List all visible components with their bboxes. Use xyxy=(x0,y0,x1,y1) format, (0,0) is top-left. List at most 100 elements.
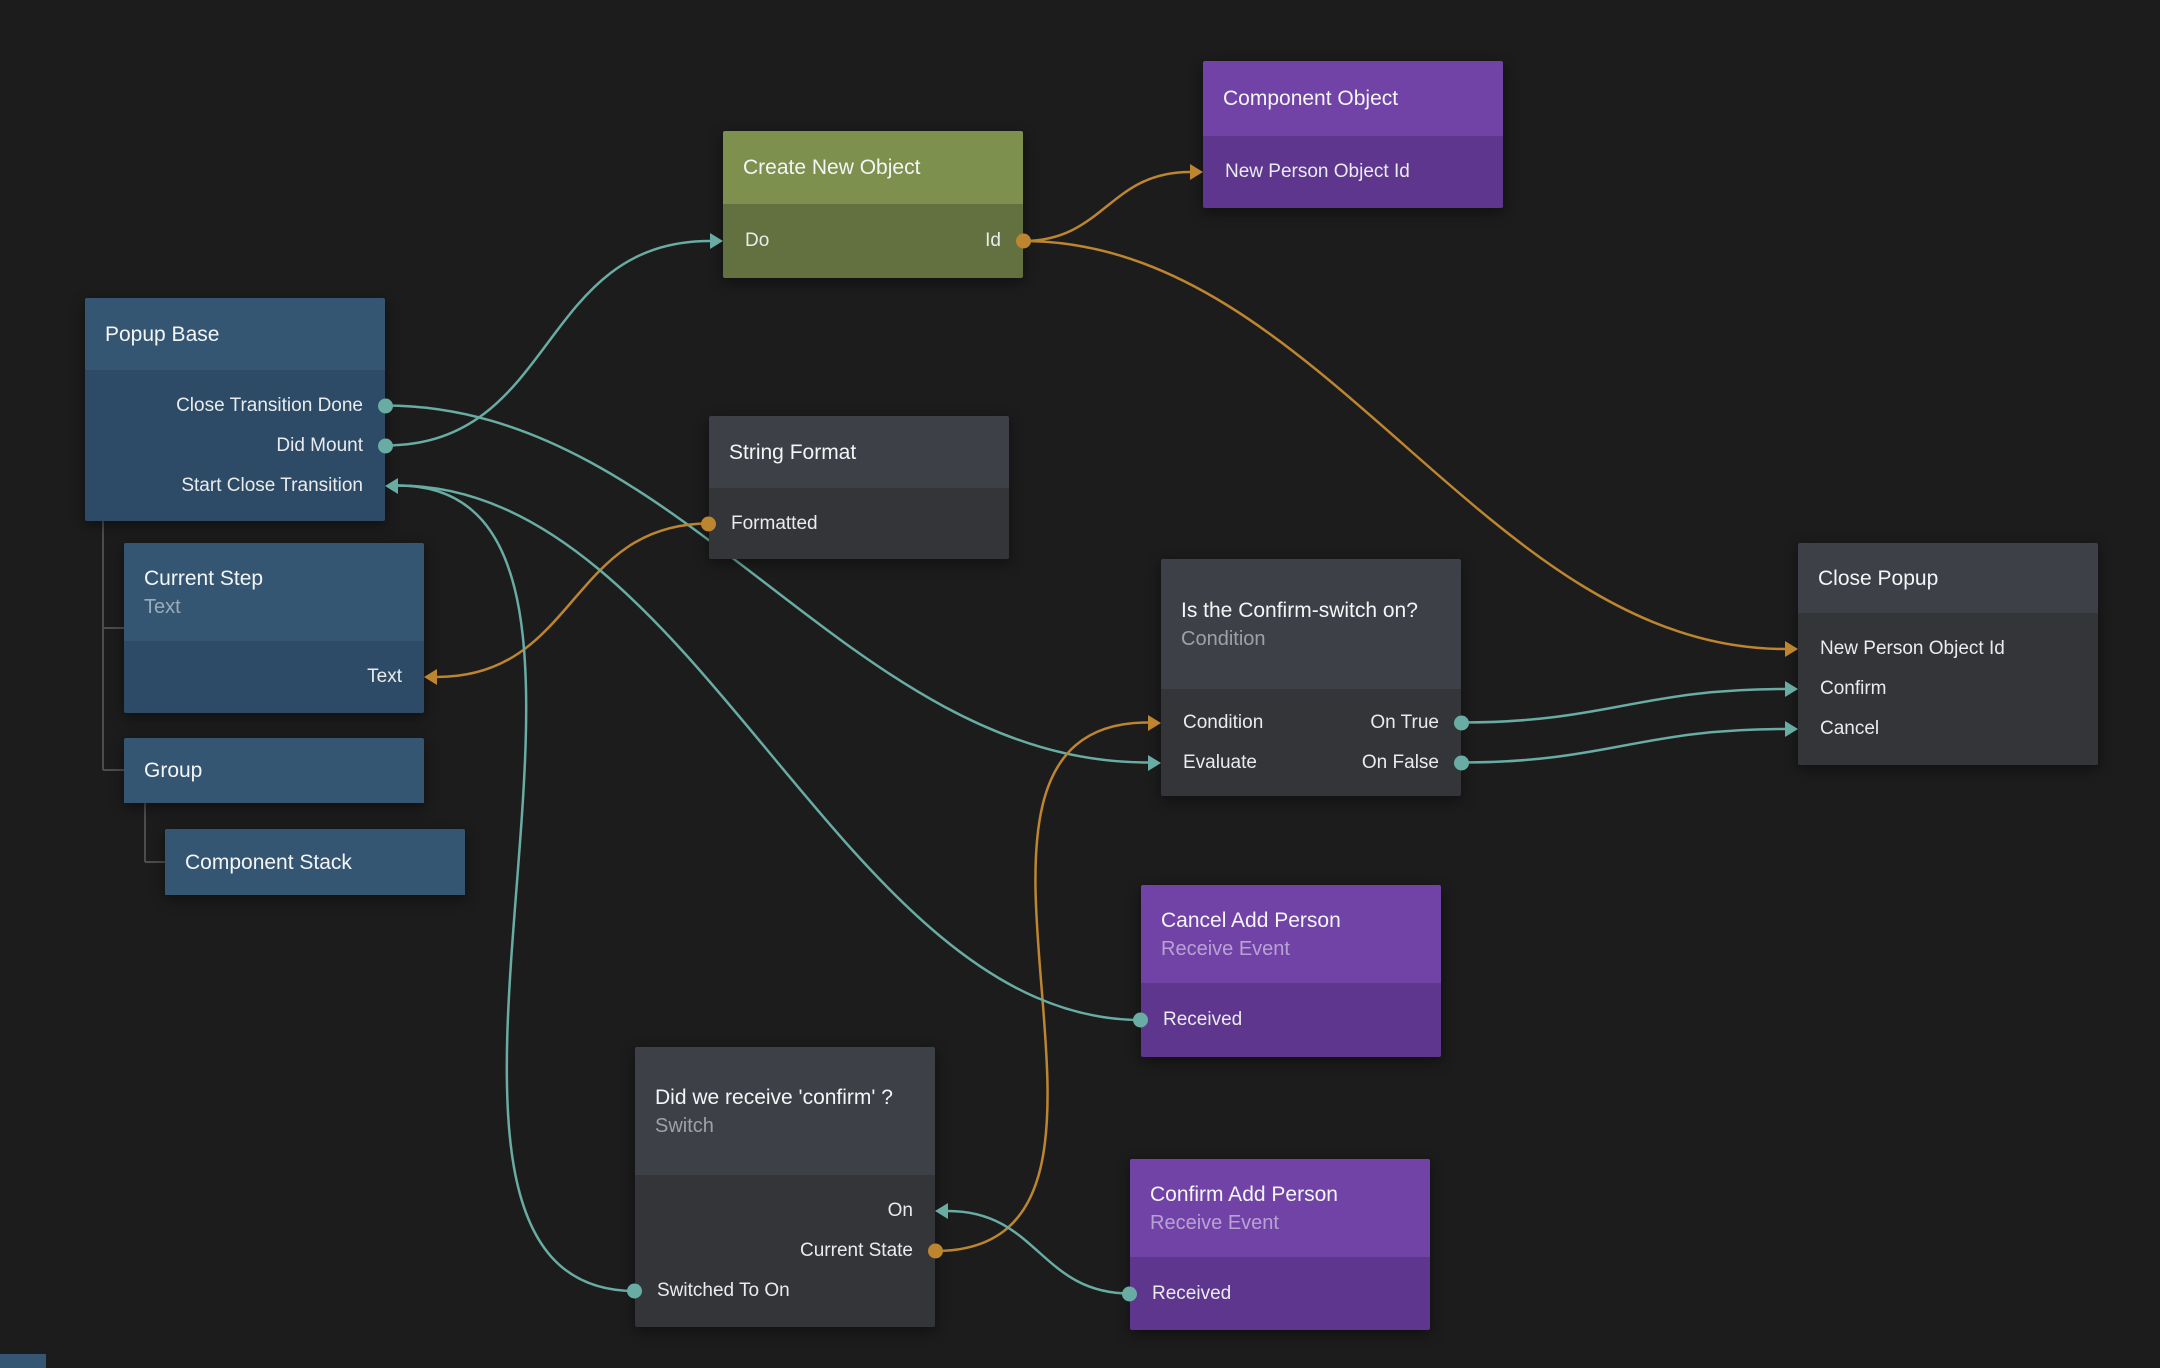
port-new-person-object-id-label: New Person Object Id xyxy=(1820,638,2005,659)
node-ports: Do Id xyxy=(710,204,1031,278)
connection-create-new-object.id-to-close-popup.new-person-object-id[interactable] xyxy=(1021,239,1787,651)
node-group[interactable]: Group xyxy=(124,738,424,803)
connection-cancel-add-person.received-to-popup-base.start-close-transition[interactable] xyxy=(396,484,1143,1022)
port-did-mount-output-dot[interactable] xyxy=(378,438,393,453)
port-row: Cancel xyxy=(1785,709,2098,749)
node-title: Group xyxy=(144,759,203,782)
port-text-label: Text xyxy=(367,666,402,687)
port-row: Do Id xyxy=(710,221,1031,261)
port-new-person-object-id-input-arrow[interactable] xyxy=(1785,641,1798,657)
connection-create-new-object.id-to-component-object.new-person-object-id[interactable] xyxy=(1021,170,1192,243)
connection-is-confirm-switch-on.on-true-to-close-popup.confirm[interactable] xyxy=(1459,687,1787,724)
port-received-output-dot[interactable] xyxy=(1122,1286,1137,1301)
port-on-label: On xyxy=(887,1200,913,1221)
node-component-stack[interactable]: Component Stack xyxy=(165,829,465,895)
port-on-false-output-dot[interactable] xyxy=(1454,755,1469,770)
port-cancel-input-arrow[interactable] xyxy=(1785,721,1798,737)
port-row: Close Transition Done xyxy=(85,386,393,426)
port-cancel-label: Cancel xyxy=(1820,718,1880,739)
node-ports: Received xyxy=(1122,1257,1430,1330)
port-evaluate-input-arrow[interactable] xyxy=(1148,754,1161,771)
port-close-transition-done-output-dot[interactable] xyxy=(378,398,393,413)
connection-popup-base.did-mount-to-create-new-object.do[interactable] xyxy=(383,239,712,447)
port-row: Formatted xyxy=(701,504,1009,544)
connection-confirm-add-person.received-to-did-we-receive-confirm.on[interactable] xyxy=(946,1209,1132,1295)
port-row: Current State xyxy=(635,1231,943,1271)
node-title: Is the Confirm-switch on? xyxy=(1181,598,1418,622)
port-do-input-arrow[interactable] xyxy=(710,233,723,249)
port-on-input-arrow[interactable] xyxy=(935,1203,948,1219)
port-row: Evaluate On False xyxy=(1148,743,1469,783)
node-subtitle: Text xyxy=(144,595,181,618)
port-on-false-label: On False xyxy=(1361,751,1439,773)
port-on-true-output-dot[interactable] xyxy=(1454,715,1469,730)
port-received-output-dot[interactable] xyxy=(1133,1012,1148,1028)
port-row: Confirm xyxy=(1785,669,2098,709)
port-row: On xyxy=(635,1191,948,1231)
port-received-label: Received xyxy=(1152,1282,1232,1304)
node-header: String Format xyxy=(709,416,1009,488)
node-title: Cancel Add Person xyxy=(1161,908,1341,932)
port-start-close-transition-input-arrow[interactable] xyxy=(385,477,398,494)
port-id-output-dot[interactable] xyxy=(1016,233,1031,249)
port-do-label: Do xyxy=(745,230,770,251)
node-ports: Text xyxy=(124,641,437,713)
port-row: Text xyxy=(124,657,437,697)
port-close-transition-done-label: Close Transition Done xyxy=(176,394,363,416)
node-title: Popup Base xyxy=(105,322,220,346)
port-formatted-output-dot[interactable] xyxy=(701,516,716,531)
node-subtitle: Switch xyxy=(655,1114,714,1137)
node-header: Component Object xyxy=(1203,61,1503,136)
connection-is-confirm-switch-on.on-false-to-close-popup.cancel[interactable] xyxy=(1459,727,1787,764)
port-row: Received xyxy=(1122,1274,1430,1314)
node-header: Group xyxy=(124,738,424,803)
offscreen-node-fragment[interactable] xyxy=(0,1354,46,1368)
node-title: Did we receive 'confirm' ? xyxy=(655,1085,893,1109)
port-new-person-object-id-input-arrow[interactable] xyxy=(1190,164,1203,180)
node-ports: Received xyxy=(1133,983,1441,1057)
node-header: Close Popup xyxy=(1798,543,2098,613)
port-row: Start Close Transition xyxy=(85,466,398,506)
port-row: New Person Object Id xyxy=(1785,629,2098,669)
port-switched-to-on-output-dot[interactable] xyxy=(627,1283,642,1299)
node-subtitle: Receive Event xyxy=(1150,1211,1279,1234)
port-new-person-object-id-label: New Person Object Id xyxy=(1225,161,1410,182)
port-evaluate-label: Evaluate xyxy=(1183,751,1257,773)
connection-did-we-receive-confirm.switched-to-on-to-popup-base.start-close-transition[interactable] xyxy=(396,484,637,1293)
connection-did-we-receive-confirm.current-state-to-is-confirm-switch-on.condition[interactable] xyxy=(933,721,1150,1253)
port-id-label: Id xyxy=(985,230,1001,251)
node-title: Current Step xyxy=(144,566,264,590)
port-did-mount-label: Did Mount xyxy=(276,434,363,456)
port-row: New Person Object Id xyxy=(1190,152,1503,192)
port-row: Received xyxy=(1133,1000,1441,1040)
connection-string-format.formatted-to-current-step.text[interactable] xyxy=(435,522,711,679)
node-subtitle: Receive Event xyxy=(1161,937,1290,960)
port-text-input-arrow[interactable] xyxy=(424,669,437,685)
port-confirm-input-arrow[interactable] xyxy=(1785,681,1798,697)
port-current-state-output-dot[interactable] xyxy=(928,1243,943,1259)
connection-popup-base.close-transition-done-to-is-confirm-switch-on.evaluate[interactable] xyxy=(383,404,1150,764)
port-row: Switched To On xyxy=(627,1271,935,1311)
node-header: Did we receive 'confirm' ? Switch xyxy=(635,1047,935,1175)
port-confirm-label: Confirm xyxy=(1820,678,1887,699)
port-condition-input-arrow[interactable] xyxy=(1148,714,1161,731)
port-switched-to-on-label: Switched To On xyxy=(657,1280,790,1301)
